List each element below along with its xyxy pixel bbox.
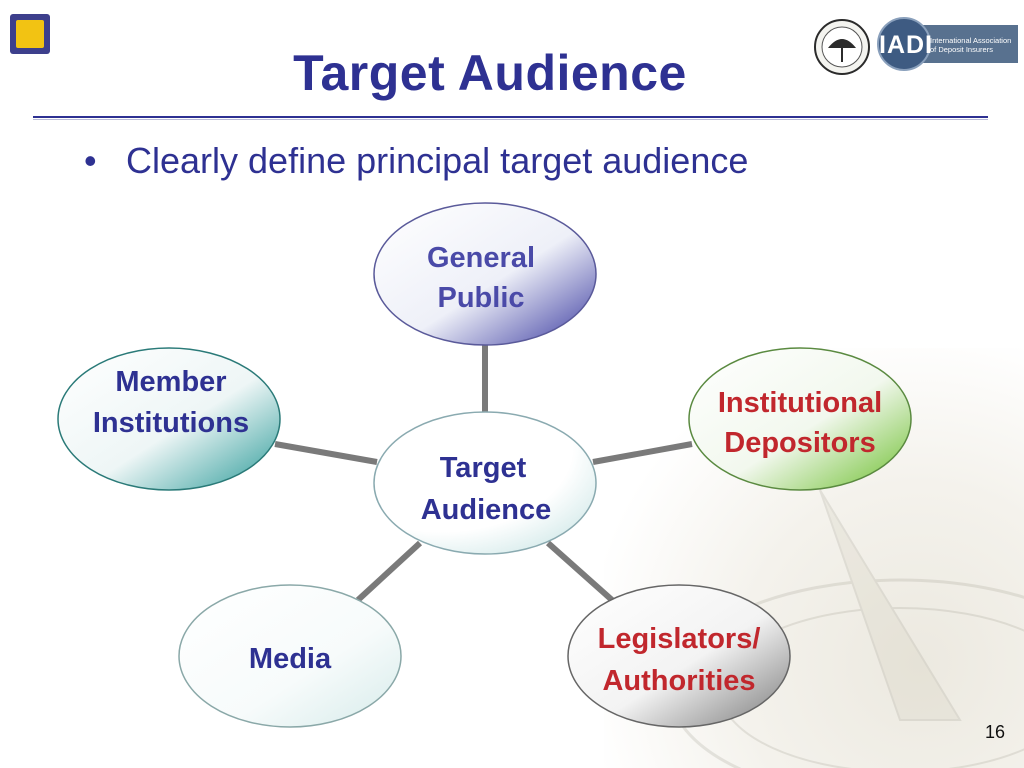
iadi-mark: IADI [879, 31, 933, 59]
iadi-full-name: International Association of Deposit Ins… [930, 36, 1018, 54]
connector-legislators-authorities [546, 540, 614, 603]
media-label: Media [249, 643, 332, 675]
legislators-authorities-line-1: Legislators/ [598, 623, 761, 655]
node-member-institutions: Member Institutions [57, 347, 281, 491]
title-divider-shadow [33, 119, 988, 120]
node-center-target-audience: Target Audience [373, 411, 597, 555]
member-institutions-line-1: Member [115, 366, 226, 398]
connector-institutional-depositors [592, 441, 693, 465]
bullet-point: • Clearly define principal target audienc… [84, 140, 748, 182]
legislators-authorities-line-2: Authorities [602, 665, 755, 697]
iadi-name-line-2: of Deposit Insurers [930, 45, 993, 54]
organisation-logo [10, 14, 50, 54]
node-institutional-depositors: Institutional Depositors [688, 347, 912, 491]
general-public-line-1: General [427, 242, 535, 274]
iadi-logo [877, 17, 1018, 71]
slide-title: Target Audience [293, 45, 687, 101]
general-public-line-2: Public [437, 282, 524, 314]
center-line-2: Audience [421, 494, 552, 526]
connector-media [355, 540, 423, 603]
bullet-dot-icon: • [84, 140, 97, 181]
institutional-depositors-line-1: Institutional [718, 387, 882, 419]
node-general-public: General Public [373, 202, 597, 346]
center-line-1: Target [440, 452, 527, 484]
page-number: 16 [985, 722, 1006, 742]
bullet-text: Clearly define principal target audience [126, 140, 749, 181]
deposit-insurance-seal-icon [814, 19, 870, 75]
member-institutions-line-2: Institutions [93, 407, 249, 439]
title-divider [33, 116, 988, 118]
iadi-name-line-1: International Association [930, 36, 1012, 45]
emblem-icon [16, 20, 44, 48]
node-media: Media [178, 584, 402, 728]
connectors [274, 345, 693, 603]
institutional-depositors-line-2: Depositors [724, 427, 875, 459]
connector-member-institutions [274, 441, 378, 465]
node-legislators-authorities: Legislators/ Authorities [567, 584, 791, 728]
